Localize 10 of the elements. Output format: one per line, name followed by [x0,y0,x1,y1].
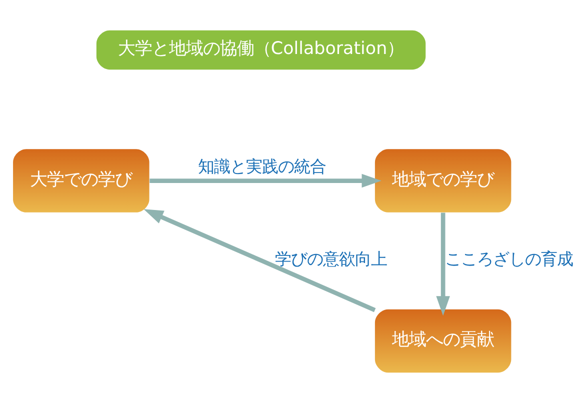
node-box: 地域での学び [374,149,512,212]
node-box: 大学での学び [13,149,150,212]
node-box: 地域への貢献 [374,309,512,373]
edge-label: 学びの意欲向上 [274,250,387,269]
arrow [144,209,376,312]
edge-label: 知識と実践の統合 [198,157,326,176]
arrow [436,212,450,316]
node-box: 大学と地域の協働（Collaboration） [96,30,426,70]
edge-label: こころざしの育成 [445,250,574,269]
arrow [150,174,382,188]
